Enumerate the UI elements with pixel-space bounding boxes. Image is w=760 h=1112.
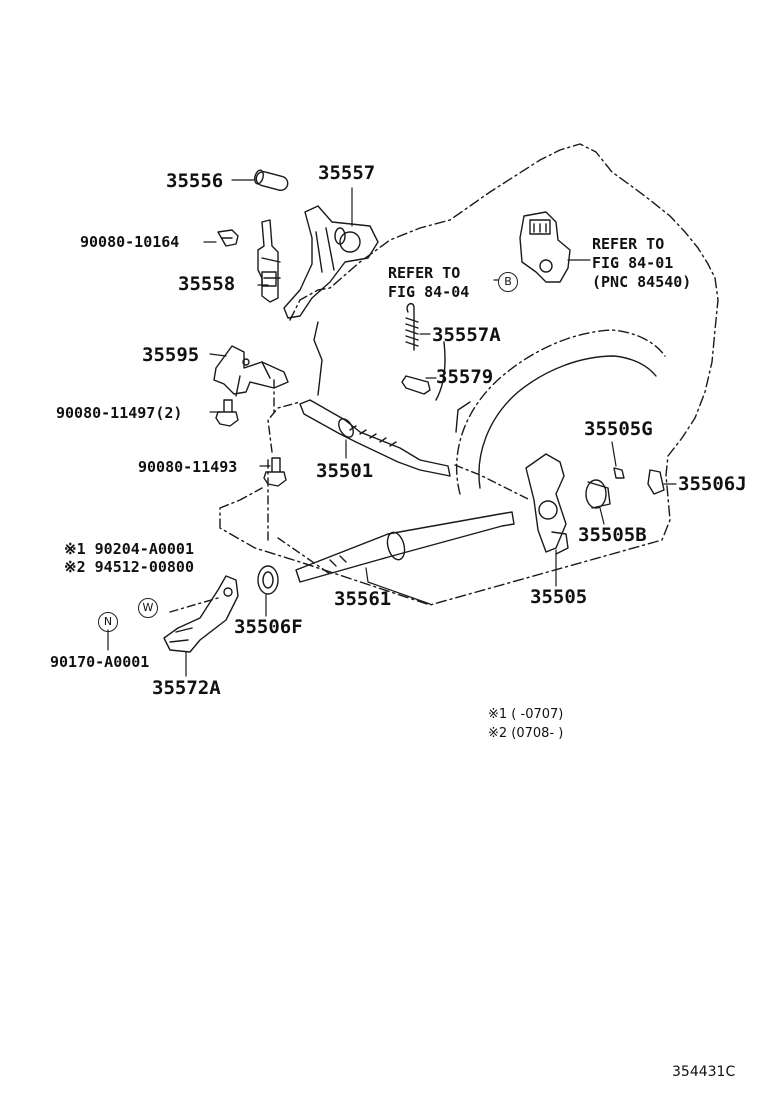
bracket-35558-drawing (217, 219, 281, 303)
shaft-35561-drawing (295, 511, 515, 583)
bell-housing-inner (478, 355, 657, 489)
pin-35556-drawing (254, 169, 289, 192)
footnote-2: ※2 (0708- ) (488, 726, 564, 741)
refer-right-line3: (PNC 84540) (592, 273, 692, 291)
position-switch-drawing (519, 211, 571, 283)
label-35561: 35561 (334, 588, 392, 610)
label-94512-00800: ※2 94512-00800 (64, 558, 194, 576)
label-35501: 35501 (316, 460, 374, 482)
lever-35505-drawing (525, 453, 665, 555)
rod-35501-drawing (299, 399, 451, 477)
seal-35506F-drawing (257, 565, 279, 595)
label-35506J: 35506J (678, 473, 747, 495)
refer-right-line2: FIG 84-01 (592, 254, 674, 272)
bracket-35595-drawing (213, 345, 289, 397)
case-wavy-left (313, 321, 471, 433)
label-35558: 35558 (178, 273, 236, 295)
label-35557: 35557 (318, 162, 376, 184)
label-35506F: 35506F (234, 616, 303, 638)
figure-code: 354431C (672, 1064, 736, 1080)
label-90080-10164: 90080-10164 (80, 233, 180, 251)
refer-to-fig-84-04: REFER TO FIG 84-04 (388, 264, 469, 302)
lever-35557-drawing (283, 205, 379, 319)
bolt-90080-11493-drawing (263, 457, 287, 487)
label-35572A: 35572A (152, 677, 221, 699)
leader-lines (107, 179, 677, 677)
marker-b: B (498, 272, 518, 292)
label-35556: 35556 (166, 170, 224, 192)
label-35595: 35595 (142, 344, 200, 366)
marker-w: W (138, 598, 158, 618)
footnote-1: ※1 ( -0707) (488, 707, 564, 722)
lever-35572A-drawing (163, 575, 239, 653)
label-90204-A0001: ※1 90204-A0001 (64, 540, 194, 558)
refer-left-line1: REFER TO (388, 264, 461, 282)
spring-35557A-drawing (405, 302, 419, 351)
transmission-case-outline (219, 143, 719, 606)
marker-n: N (98, 612, 118, 632)
label-35505: 35505 (530, 586, 588, 608)
refer-right-line1: REFER TO (592, 235, 665, 253)
label-90080-11497: 90080-11497(2) (56, 404, 183, 422)
bell-housing-arc (455, 329, 666, 495)
pin-35579-drawing (401, 375, 431, 395)
label-35505B: 35505B (578, 524, 647, 546)
label-90170-A0001: 90170-A0001 (50, 653, 150, 671)
bolt-90080-11497-drawing (215, 399, 239, 427)
linkage-line-left (267, 401, 331, 575)
label-35505G: 35505G (584, 418, 653, 440)
refer-left-line2: FIG 84-04 (388, 283, 470, 301)
linkage-line-mid (169, 379, 531, 613)
label-90080-11493: 90080-11493 (138, 458, 238, 476)
label-35557A: 35557A (432, 324, 501, 346)
label-35579: 35579 (436, 366, 494, 388)
refer-to-fig-84-01: REFER TO FIG 84-01 (PNC 84540) (592, 235, 691, 292)
